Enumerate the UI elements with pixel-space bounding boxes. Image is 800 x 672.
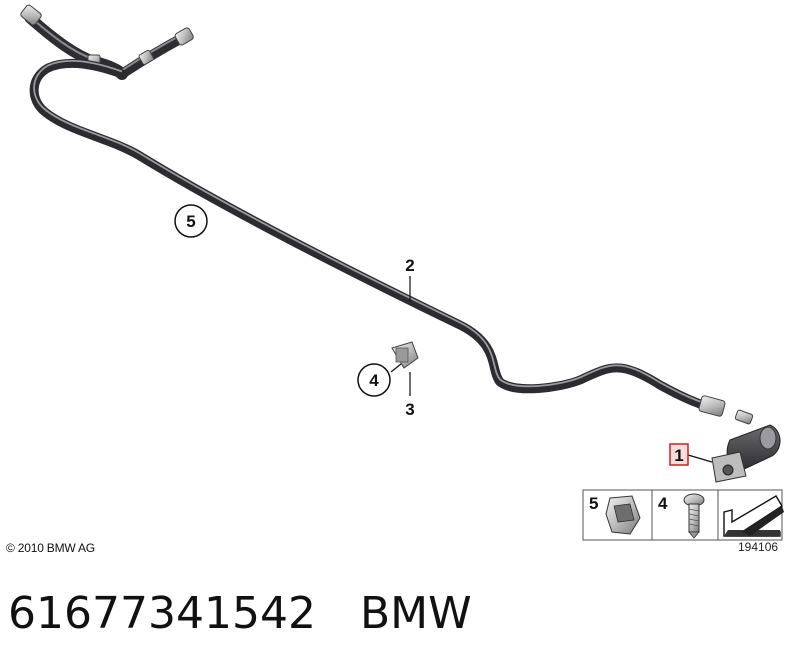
callout-1-highlighted: 1 (669, 443, 689, 466)
legend-cell-clip: 5 (589, 494, 641, 535)
part-number: 61677341542 (8, 588, 316, 639)
main-hose (29, 58, 726, 417)
copyright-notice: © 2010 BMW AG (6, 541, 95, 555)
callout-leaders (390, 276, 713, 463)
svg-text:5: 5 (589, 494, 598, 513)
callout-4: 4 (357, 363, 391, 397)
svg-text:4: 4 (369, 371, 379, 390)
callout-3: 3 (405, 400, 414, 419)
svg-text:3: 3 (405, 400, 414, 419)
upper-right-connector (174, 27, 194, 46)
washer-nozzle (711, 409, 781, 483)
callout-5: 5 (174, 204, 208, 238)
callout-2: 2 (405, 256, 414, 275)
legend-cell-screw: 4 (658, 493, 705, 539)
legend-cell-wedge (723, 495, 784, 537)
svg-text:1: 1 (674, 446, 683, 465)
svg-text:5: 5 (186, 212, 195, 231)
brand-name: BMW (359, 588, 472, 639)
hose-clip (391, 341, 419, 369)
svg-text:4: 4 (658, 494, 668, 513)
hose-end-connector (698, 395, 726, 417)
parts-legend-box: 5 4 (582, 489, 784, 541)
parts-diagram: 5 2 4 3 1 5 4 (20, 4, 784, 541)
upper-left-connector (20, 4, 42, 26)
diagram-image-number: 194106 (738, 540, 779, 554)
svg-text:2: 2 (405, 256, 414, 275)
part-caption: 61677341542 BMW (8, 588, 472, 639)
upper-hose-assembly (20, 4, 194, 80)
